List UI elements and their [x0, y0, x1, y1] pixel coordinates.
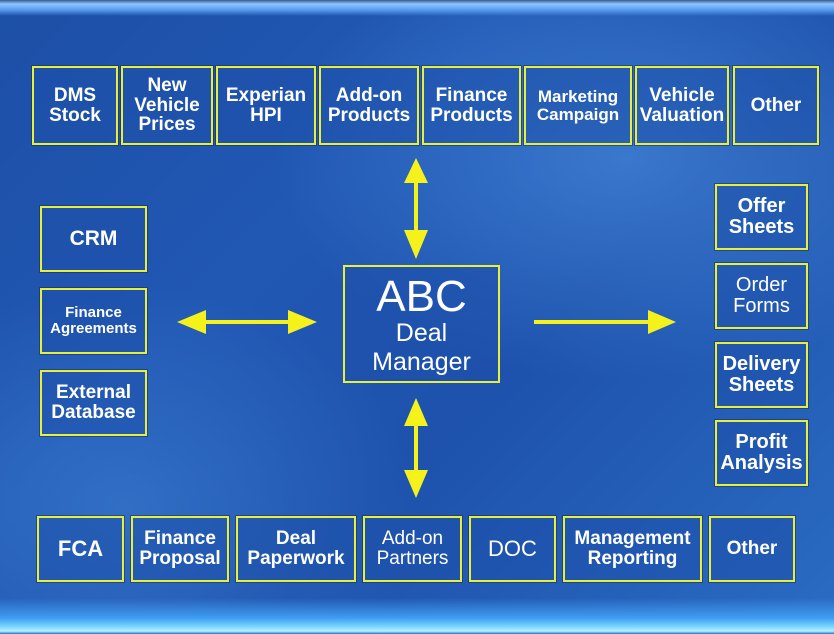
- box-dms-stock: DMS Stock: [31, 65, 119, 146]
- arrow-left-bidirectional: [177, 310, 317, 334]
- box-deal-paperwork: Deal Paperwork: [235, 515, 357, 583]
- center-subtitle-line2: Manager: [372, 348, 471, 376]
- arrow-bottom-bidirectional: [404, 398, 428, 498]
- box-order-forms: Order Forms: [714, 262, 809, 330]
- bottom-glow-band: [0, 598, 834, 634]
- top-glow-band: [0, 0, 834, 16]
- box-offer-sheets: Offer Sheets: [714, 183, 809, 251]
- box-experian-hpi: Experian HPI: [215, 65, 317, 146]
- box-doc: DOC: [468, 515, 557, 583]
- box-new-vehicle-prices: New Vehicle Prices: [120, 65, 214, 146]
- box-management-reporting: Management Reporting: [562, 515, 703, 583]
- box-vehicle-valuation: Vehicle Valuation: [634, 65, 730, 146]
- box-finance-products: Finance Products: [421, 65, 522, 146]
- arrow-right-oneway: [534, 310, 676, 334]
- box-external-database: External Database: [39, 369, 148, 437]
- center-box-deal-manager: ABC Deal Manager: [343, 265, 500, 383]
- box-delivery-sheets: Delivery Sheets: [714, 341, 809, 409]
- center-title: ABC: [376, 272, 467, 321]
- box-finance-proposal: Finance Proposal: [130, 515, 230, 583]
- box-other-bottom: Other: [708, 515, 796, 583]
- box-crm: CRM: [39, 205, 148, 273]
- box-marketing-campaign: Marketing Campaign: [523, 65, 633, 146]
- box-fca: FCA: [36, 515, 125, 583]
- arrow-top-bidirectional: [404, 158, 428, 259]
- box-addon-partners: Add-on Partners: [362, 515, 463, 583]
- box-addon-products: Add-on Products: [318, 65, 420, 146]
- center-subtitle-line1: Deal: [395, 319, 448, 347]
- box-profit-analysis: Profit Analysis: [714, 419, 809, 487]
- box-finance-agreements: Finance Agreements: [39, 287, 148, 355]
- box-other-top: Other: [732, 65, 820, 146]
